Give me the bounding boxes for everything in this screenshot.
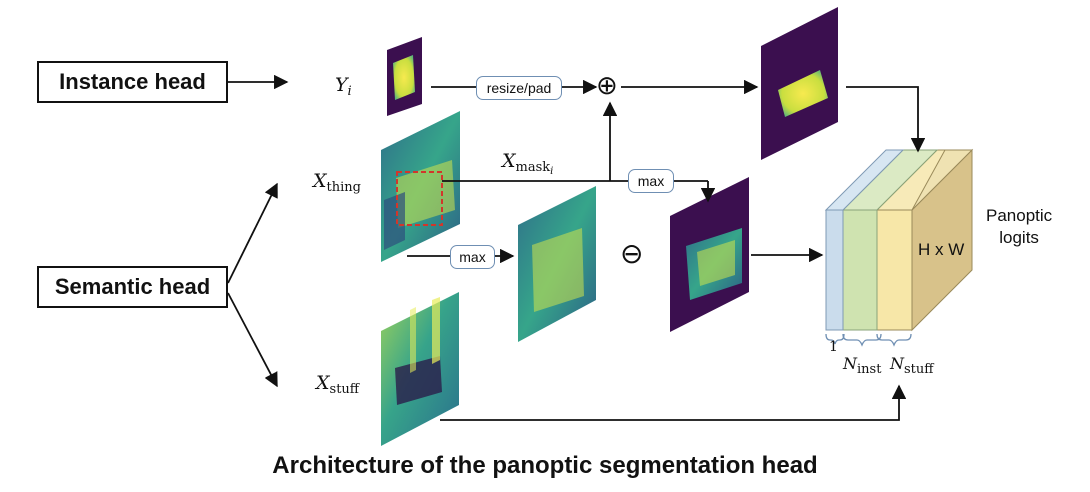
- panoptic-logits-line2: logits: [999, 228, 1039, 247]
- yi-sub: i: [347, 84, 352, 99]
- max-op-bottom-label: max: [459, 249, 486, 265]
- n-stuff-label: Nstuff: [890, 354, 934, 377]
- panoptic-logits-line1: Panoptic: [986, 206, 1053, 225]
- one-label: 1: [829, 339, 838, 355]
- brace-one: [825, 333, 845, 345]
- n-inst-label: Ninst: [843, 354, 881, 377]
- max-op-top-label: max: [637, 173, 665, 189]
- arrow-semantic-to-xthing: [227, 182, 278, 284]
- panoptic-logits-label: Panoptic logits: [986, 205, 1052, 249]
- xstuff-base: X: [316, 372, 330, 394]
- arrow-semantic-to-xstuff: [227, 292, 278, 388]
- max-op-top: max: [628, 169, 674, 193]
- dims-label: H x W: [918, 240, 965, 259]
- resize-pad-label: resize/pad: [486, 80, 552, 96]
- xmask-label: Xmaski: [502, 150, 553, 177]
- brace-n-stuff: [876, 333, 912, 347]
- arrow-xstuff-to-logits: [440, 384, 907, 421]
- arrow-final-to-logits: [846, 86, 926, 153]
- instance-head-box: Instance head: [37, 61, 228, 103]
- crop-region-dashed-box: [396, 171, 443, 226]
- yi-feature-map: [387, 37, 422, 116]
- xmask-subsub: i: [550, 166, 554, 177]
- xthing-feature-map: [381, 111, 460, 262]
- xstuff-sub: stuff: [329, 382, 360, 397]
- n-inst-sub: inst: [857, 362, 882, 377]
- n-stuff-sub: stuff: [904, 362, 934, 377]
- plus-operator-icon: ⊕: [596, 71, 618, 101]
- yi-label: Yi: [335, 74, 352, 99]
- panoptic-logits-volume: [824, 148, 974, 332]
- n-stuff-base: N: [890, 354, 904, 373]
- masked-feature-map: [670, 177, 749, 332]
- diagram-caption: Architecture of the panoptic segmentatio…: [272, 452, 818, 479]
- xthing-base: X: [313, 170, 327, 192]
- xstuff-feature-map: [381, 292, 459, 446]
- semantic-head-box: Semantic head: [37, 266, 228, 308]
- xthing-label: Xthing: [313, 170, 361, 195]
- xmask-base: X: [502, 150, 516, 172]
- xstuff-label: Xstuff: [316, 372, 359, 397]
- yi-base: Y: [335, 74, 348, 96]
- instance-head-label: Instance head: [59, 69, 206, 94]
- brace-n-inst: [842, 333, 882, 347]
- semantic-head-label: Semantic head: [54, 274, 211, 299]
- n-inst-base: N: [843, 354, 857, 373]
- max-thing-feature-map: [518, 186, 596, 342]
- minus-operator-icon: ⊖: [620, 237, 644, 270]
- final-instance-mask-map: [761, 7, 838, 160]
- xmask-sub: mask: [515, 160, 551, 175]
- xthing-sub: thing: [326, 180, 361, 195]
- resize-pad-op: resize/pad: [476, 76, 562, 100]
- max-op-bottom: max: [450, 245, 495, 269]
